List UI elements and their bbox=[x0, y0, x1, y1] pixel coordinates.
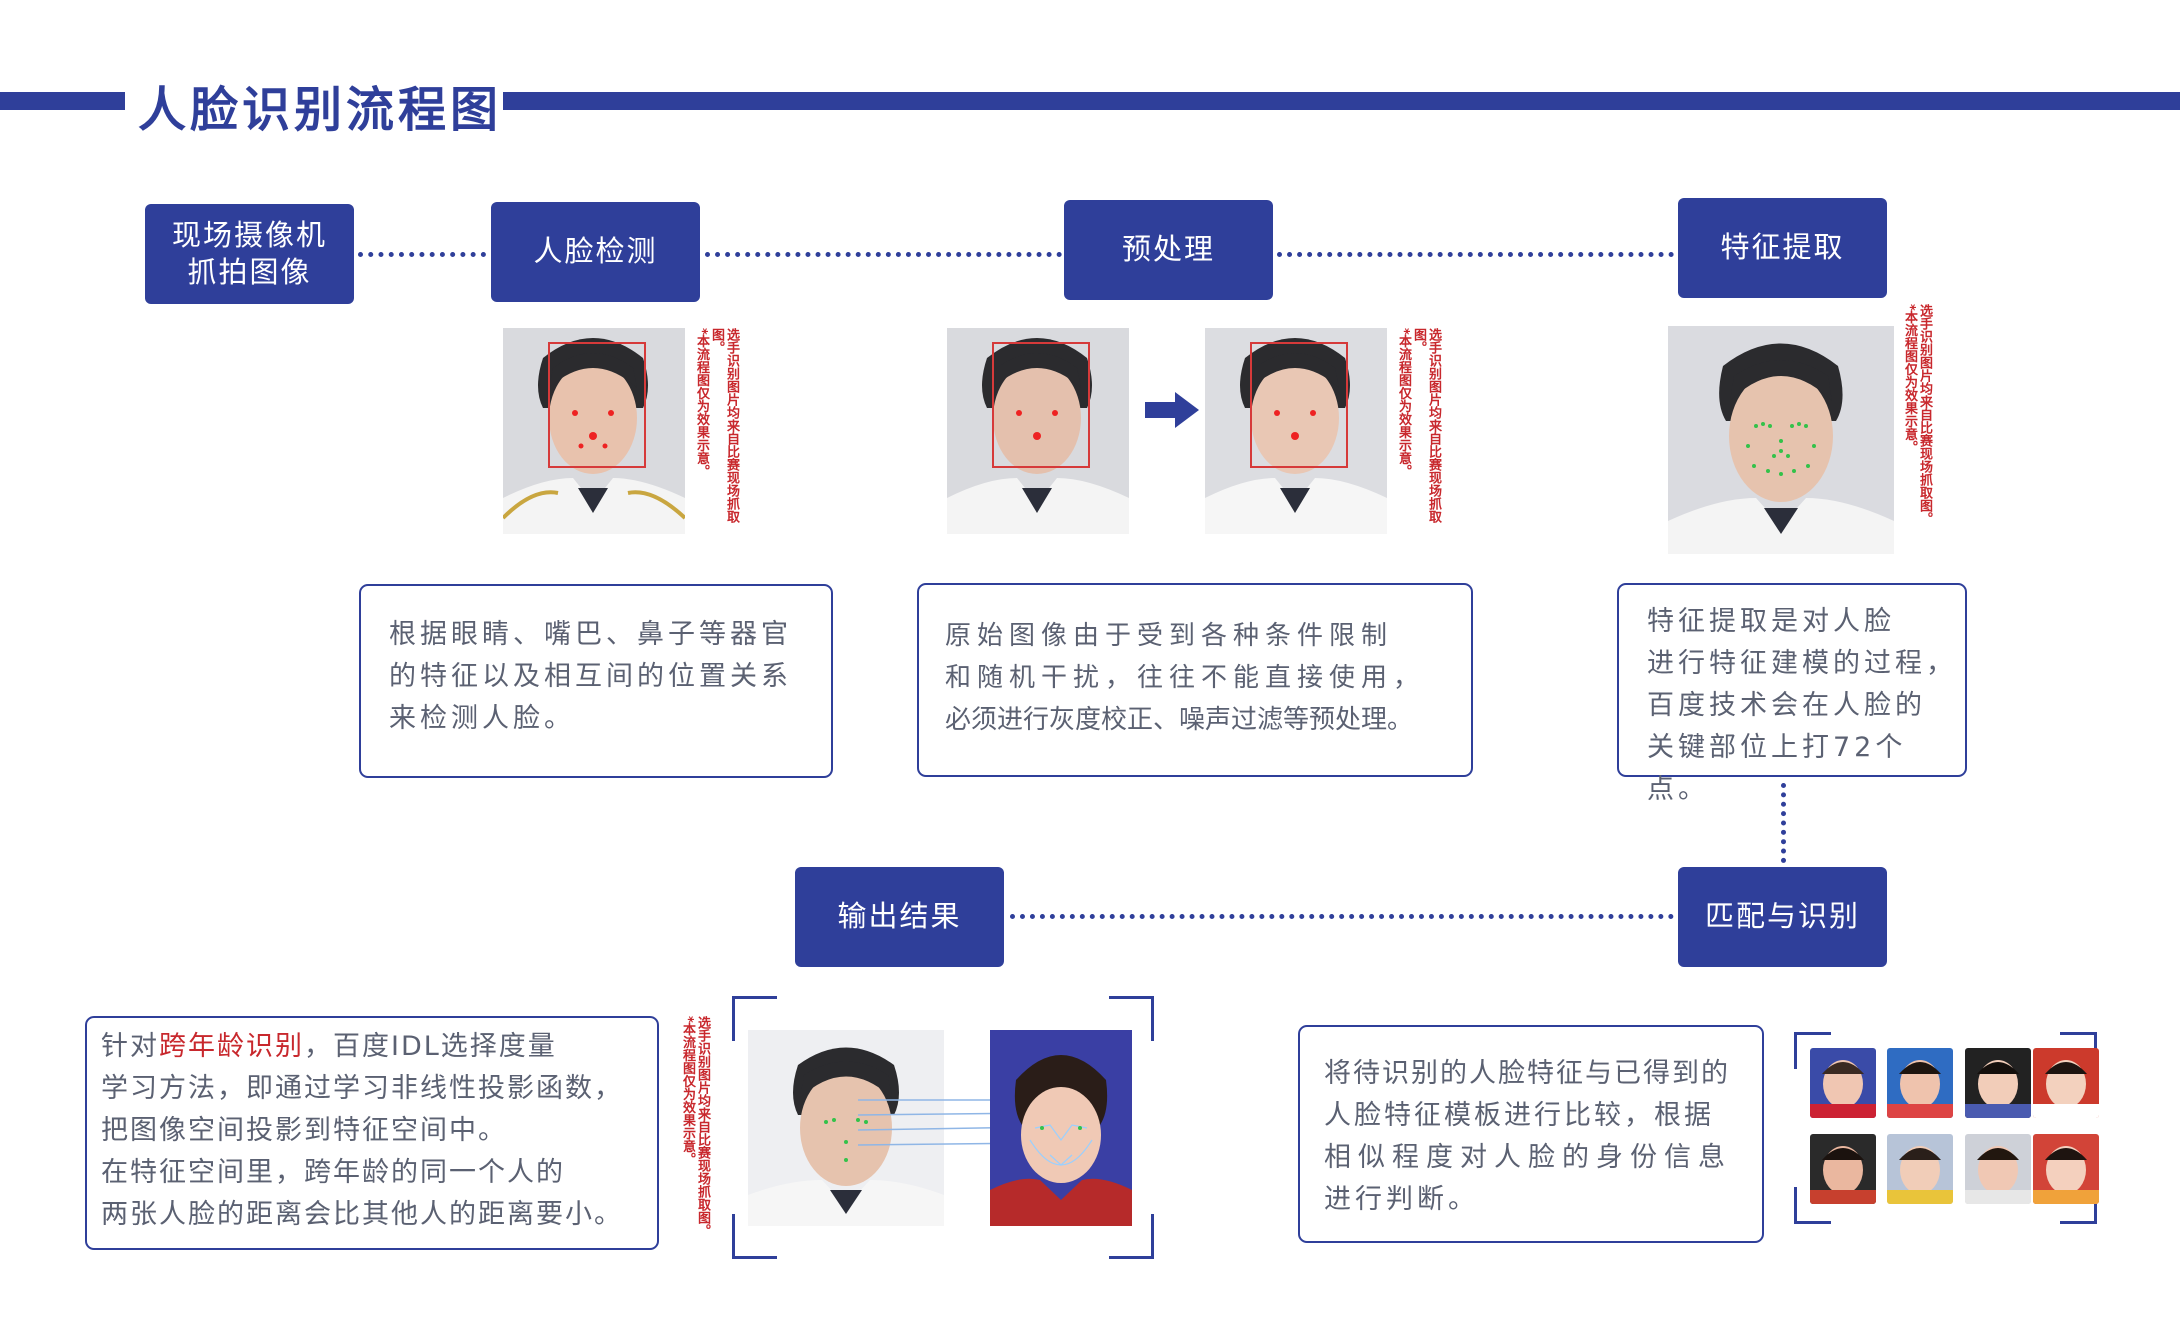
step-detect-label: 人脸检测 bbox=[533, 234, 658, 269]
thumbs-corner-bl bbox=[1794, 1187, 1831, 1224]
match-desc-line-2: 人脸特征模板进行比较，根据 bbox=[1324, 1100, 1714, 1131]
output-desc-line-4: 在特征空间里，跨年龄的同一个人的 bbox=[101, 1157, 565, 1188]
connector-detect-preprocess bbox=[705, 252, 1062, 257]
thumbnail-face bbox=[1965, 1048, 2031, 1118]
thumbs-corner-br bbox=[2060, 1187, 2097, 1224]
extract-desc-line-2: 进行特征建模的过程， bbox=[1647, 648, 1957, 679]
extract-face-photo bbox=[1668, 326, 1894, 554]
detect-face-photo bbox=[503, 328, 685, 534]
match-desc-line-4: 进行判断。 bbox=[1324, 1184, 1479, 1215]
step-preprocess-label: 预处理 bbox=[1121, 232, 1215, 267]
output-child-photo bbox=[990, 1030, 1132, 1226]
step-preprocess: 预处理 bbox=[1064, 200, 1273, 300]
note-line-2: *本流程图仅为效果示意。 bbox=[1396, 328, 1411, 478]
thumbnail-face bbox=[1887, 1048, 1953, 1118]
note-line-1: 选手识别图片均来自比赛现场抓取图。 bbox=[709, 328, 739, 523]
preprocess-desc-line-2: 和随机干扰，往往不能直接使用， bbox=[945, 663, 1426, 693]
thumbnail-grid bbox=[1810, 1048, 2099, 1208]
output-desc-suffix: ，百度IDL选择度量 bbox=[304, 1031, 557, 1062]
preprocess-desc-line-3: 必须进行灰度校正、噪声过滤等预处理。 bbox=[945, 705, 1414, 735]
step-capture: 现场摄像机 抓拍图像 bbox=[145, 204, 354, 304]
step-match: 匹配与识别 bbox=[1678, 867, 1887, 967]
thumbnail-face bbox=[2033, 1134, 2099, 1204]
step-extract: 特征提取 bbox=[1678, 198, 1887, 298]
extract-desc-line-3: 百度技术会在人脸的 bbox=[1647, 690, 1926, 721]
connector-capture-detect bbox=[358, 252, 486, 257]
step-capture-label: 现场摄像机 抓拍图像 bbox=[171, 217, 327, 289]
preprocess-original-photo bbox=[947, 328, 1129, 534]
extract-desc-line-1: 特征提取是对人脸 bbox=[1647, 606, 1895, 637]
thumbnail-face bbox=[1810, 1048, 1876, 1118]
detect-desc-line-2: 的特征以及相互间的位置关系 bbox=[389, 661, 792, 692]
match-desc-line-1: 将待识别的人脸特征与已得到的 bbox=[1324, 1058, 1730, 1089]
thumbnail-face bbox=[1887, 1134, 1953, 1204]
preprocess-note: 选手识别图片均来自比赛现场抓取图。*本流程图仅为效果示意。 bbox=[1396, 328, 1441, 538]
step-output-label: 输出结果 bbox=[837, 899, 962, 934]
output-desc-line-1: 针对跨年龄识别，百度IDL选择度量 bbox=[101, 1026, 623, 1068]
frame-corner-tr bbox=[1109, 996, 1154, 1041]
extract-description: 特征提取是对人脸 进行特征建模的过程， 百度技术会在人脸的 关键部位上打72个点… bbox=[1617, 583, 1967, 805]
output-desc-highlight: 跨年龄识别 bbox=[159, 1031, 304, 1062]
right-arrow-icon bbox=[1145, 390, 1201, 434]
output-note: 选手识别图片均来自比赛现场抓取图。*本流程图仅为效果示意。 bbox=[680, 1016, 710, 1246]
step-detect: 人脸检测 bbox=[491, 202, 700, 302]
thumbnail-face bbox=[1810, 1134, 1876, 1204]
step-match-label: 匹配与识别 bbox=[1704, 899, 1860, 934]
detect-note: 选手识别图片均来自比赛现场抓取图。*本流程图仅为效果示意。 bbox=[694, 328, 739, 538]
output-desc-line-3: 把图像空间投影到特征空间中。 bbox=[101, 1115, 507, 1146]
detect-description: 根据眼睛、嘴巴、鼻子等器官 的特征以及相互间的位置关系 来检测人脸。 bbox=[359, 584, 833, 778]
preprocess-desc-line-1: 原始图像由于受到各种条件限制 bbox=[945, 621, 1394, 651]
output-desc-line-5: 两张人脸的距离会比其他人的距离要小。 bbox=[101, 1199, 623, 1230]
thumbnail-face bbox=[2033, 1048, 2099, 1118]
page-title: 人脸识别流程图 bbox=[138, 82, 503, 138]
note-line-1: 选手识别图片均来自比赛现场抓取图。 bbox=[695, 1016, 710, 1237]
detect-desc-line-1: 根据眼睛、嘴巴、鼻子等器官 bbox=[389, 619, 792, 650]
step-output: 输出结果 bbox=[795, 867, 1004, 967]
detect-desc-line-3: 来检测人脸。 bbox=[389, 703, 575, 734]
note-line-2: *本流程图仅为效果示意。 bbox=[680, 1016, 695, 1166]
frame-corner-bl bbox=[732, 1214, 777, 1259]
extract-note: 选手识别图片均来自比赛现场抓取图。*本流程图仅为效果示意。 bbox=[1902, 304, 1932, 534]
match-desc-line-3: 相似程度对人脸的身份信息 bbox=[1324, 1142, 1732, 1173]
note-line-1: 选手识别图片均来自比赛现场抓取图。 bbox=[1411, 328, 1441, 523]
frame-corner-br bbox=[1109, 1214, 1154, 1259]
output-description: 针对跨年龄识别，百度IDL选择度量 学习方法，即通过学习非线性投影函数， 把图像… bbox=[85, 1016, 659, 1250]
output-adult-photo bbox=[748, 1030, 944, 1226]
title-bar-left bbox=[0, 92, 125, 110]
thumbnail-face bbox=[1965, 1134, 2031, 1204]
title-bar-right bbox=[503, 92, 2180, 110]
frame-corner-tl bbox=[732, 996, 777, 1041]
match-description: 将待识别的人脸特征与已得到的 人脸特征模板进行比较，根据 相似程度对人脸的身份信… bbox=[1298, 1025, 1764, 1243]
extract-desc-line-4: 关键部位上打72个点。 bbox=[1647, 732, 1907, 805]
connector-preprocess-extract bbox=[1277, 252, 1674, 257]
connector-match-output bbox=[1010, 914, 1674, 919]
preprocess-description: 原始图像由于受到各种条件限制 和随机干扰，往往不能直接使用， 必须进行灰度校正、… bbox=[917, 583, 1473, 777]
output-desc-line-2: 学习方法，即通过学习非线性投影函数， bbox=[101, 1073, 623, 1104]
note-line-2: *本流程图仅为效果示意。 bbox=[1902, 304, 1917, 454]
output-desc-prefix: 针对 bbox=[101, 1031, 159, 1062]
connector-extract-match bbox=[1781, 783, 1786, 863]
step-extract-label: 特征提取 bbox=[1720, 230, 1845, 265]
preprocess-result-photo bbox=[1205, 328, 1387, 534]
note-line-1: 选手识别图片均来自比赛现场抓取图。 bbox=[1917, 304, 1932, 525]
note-line-2: *本流程图仅为效果示意。 bbox=[694, 328, 709, 478]
thumbs-corner-tl bbox=[1794, 1032, 1831, 1069]
